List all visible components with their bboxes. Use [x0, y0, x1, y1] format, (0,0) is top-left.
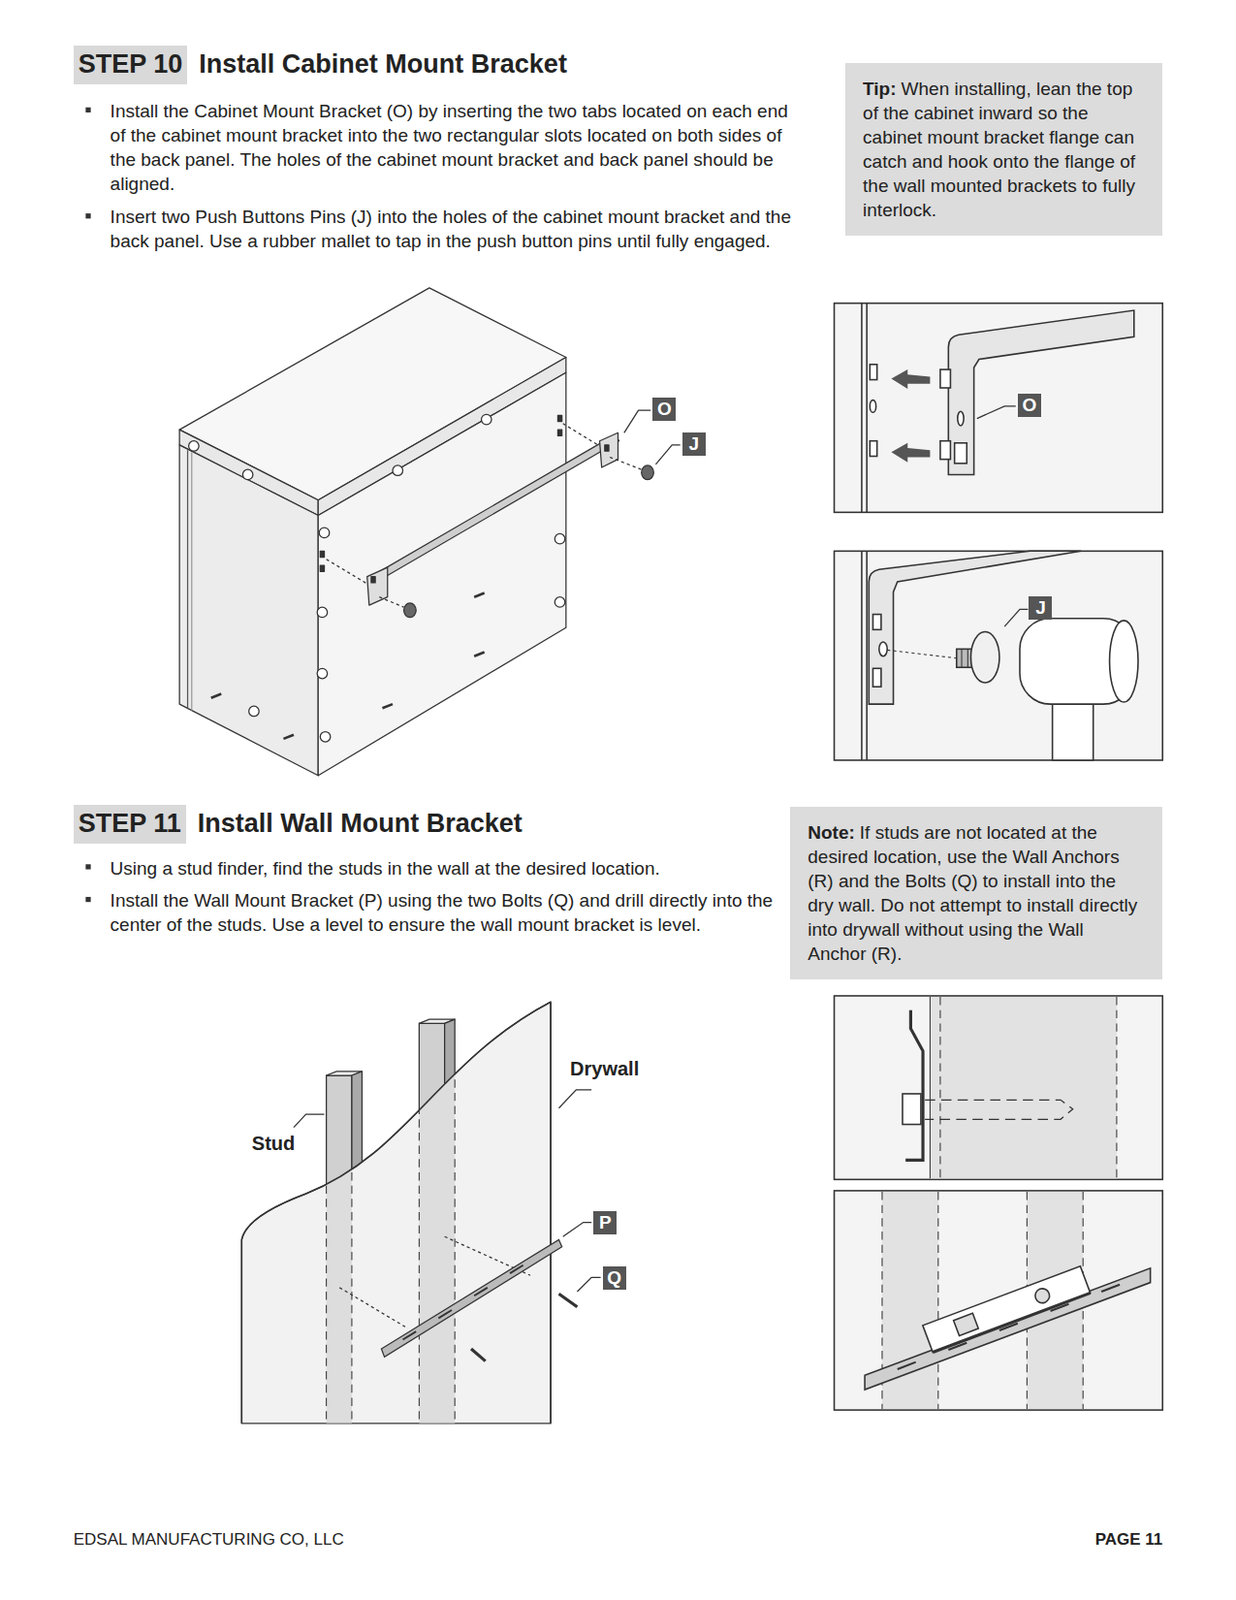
note-box: Tip:When installing, lean the top of the… [845, 63, 1163, 236]
part-name: Stud [252, 1131, 295, 1156]
step-heading: STEP 10Install Cabinet Mount Bracket [73, 45, 189, 85]
label-text: J [1035, 597, 1046, 618]
label-text: Q [606, 1267, 622, 1288]
callout-letter: J [682, 432, 706, 456]
label-text: P [599, 1211, 612, 1233]
body-text: Install Wall Mount Bracket [197, 807, 523, 840]
label-text: O [1021, 394, 1037, 415]
detail-panel-level [834, 1190, 1164, 1410]
instruction-text: Install the Wall Mount Bracket (P) using… [110, 887, 804, 937]
detail-panel-tabs [834, 303, 1164, 513]
callout-letter: O [1017, 393, 1042, 417]
label-text: O [657, 398, 672, 419]
footer-text: EDSAL MANUFACTURING CO, LLC [73, 1526, 345, 1552]
callout-letter: J [1028, 596, 1052, 620]
note-box: Note:If studs are not located at the des… [790, 806, 1163, 980]
label-text: Tip: [862, 78, 896, 99]
label-text: STEP 10 [78, 49, 184, 79]
label-text: STEP 11 [78, 808, 182, 838]
body-text: If studs are not located at the desired … [807, 822, 1138, 964]
detail-panel-bolt [834, 995, 1164, 1179]
label-text: Note: [807, 822, 856, 843]
bullet-marks [85, 107, 91, 902]
instruction-text: Install the Cabinet Mount Bracket (O) by… [110, 98, 804, 196]
body-text: When installing, lean the top of the cab… [862, 78, 1136, 221]
body-text: Install Cabinet Mount Bracket [198, 48, 568, 81]
part-name: Drywall [570, 1056, 639, 1081]
callout-letter: O [652, 397, 676, 421]
cabinet-drawing [179, 287, 681, 776]
wall-drawing [241, 999, 601, 1428]
instruction-text: Using a stud finder, find the studs in t… [110, 855, 804, 881]
page-number: PAGE 11 [1095, 1526, 1164, 1552]
step-heading: STEP 11Install Wall Mount Bracket [73, 804, 187, 844]
callout-letter: P [593, 1210, 617, 1235]
detail-panel-pin [834, 550, 1164, 761]
instruction-text: Insert two Push Buttons Pins (J) into th… [110, 204, 804, 254]
callout-letter: Q [602, 1266, 627, 1290]
label-text: J [688, 433, 699, 454]
